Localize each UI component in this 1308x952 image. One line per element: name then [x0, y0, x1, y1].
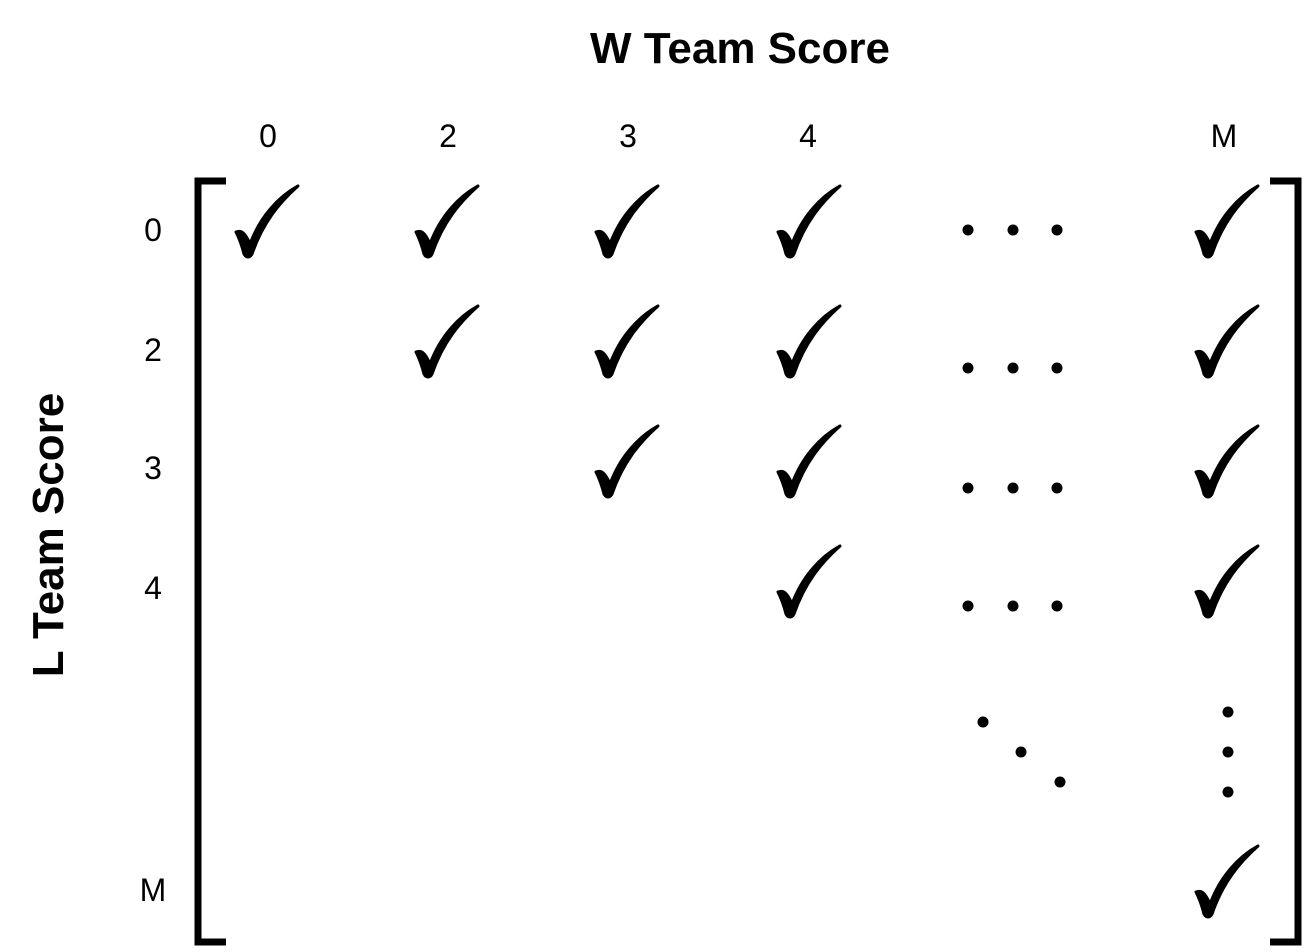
checkmark-icon: [414, 304, 480, 379]
row-label: 4: [144, 570, 162, 606]
ellipsis-dot: [1051, 482, 1063, 494]
checkmark-icon: [1194, 844, 1260, 919]
ellipsis-dot: [1051, 362, 1063, 374]
checkmark-icon: [1194, 184, 1260, 259]
row-label: 3: [144, 450, 162, 486]
x-axis-title: W Team Score: [590, 24, 890, 73]
right-bracket: [1270, 177, 1302, 946]
checkmark-icon: [776, 184, 842, 259]
checkmark-icon: [1194, 304, 1260, 379]
ellipsis-dot: [1015, 746, 1027, 758]
horizontal-ellipsis: [962, 224, 1063, 236]
column-label: 3: [619, 118, 637, 154]
ellipsis-dot: [1007, 600, 1019, 612]
ellipsis-dot: [1051, 224, 1063, 236]
row-label: 2: [144, 332, 162, 368]
column-label: 0: [259, 118, 277, 154]
column-label: M: [1211, 118, 1238, 154]
ellipsis-dot: [962, 362, 974, 374]
ellipsis-dot: [1054, 776, 1066, 788]
row-label: 0: [144, 212, 162, 248]
checkmark-icon: [594, 304, 660, 379]
ellipsis-dot: [1222, 746, 1234, 758]
checkmark-icon: [1194, 544, 1260, 619]
horizontal-ellipsis: [962, 482, 1063, 494]
ellipsis-dot: [1007, 362, 1019, 374]
ellipsis-dot: [962, 224, 974, 236]
checkmark-icon: [414, 184, 480, 259]
column-label: 2: [439, 118, 457, 154]
ellipsis-dot: [1222, 786, 1234, 798]
left-bracket: [194, 177, 226, 946]
y-axis-title: L Team Score: [24, 393, 73, 678]
checkmark-icon: [776, 424, 842, 499]
diagonal-ellipsis: [977, 716, 1066, 788]
row-label: M: [140, 872, 167, 908]
ellipsis-dot: [977, 716, 989, 728]
ellipsis-dot: [1007, 224, 1019, 236]
ellipsis-dot: [1007, 482, 1019, 494]
column-label: 4: [799, 118, 817, 154]
horizontal-ellipsis: [962, 600, 1063, 612]
checkmark-icon: [1194, 424, 1260, 499]
checkmark-icon: [594, 424, 660, 499]
checkmark-icon: [234, 184, 300, 259]
ellipsis-dot: [1051, 600, 1063, 612]
vertical-ellipsis: [1222, 706, 1234, 798]
ellipsis-dot: [962, 600, 974, 612]
checkmark-icon: [776, 304, 842, 379]
checkmark-icon: [776, 544, 842, 619]
horizontal-ellipsis: [962, 362, 1063, 374]
ellipsis-dot: [1222, 706, 1234, 718]
checkmark-icon: [594, 184, 660, 259]
ellipsis-dot: [962, 482, 974, 494]
